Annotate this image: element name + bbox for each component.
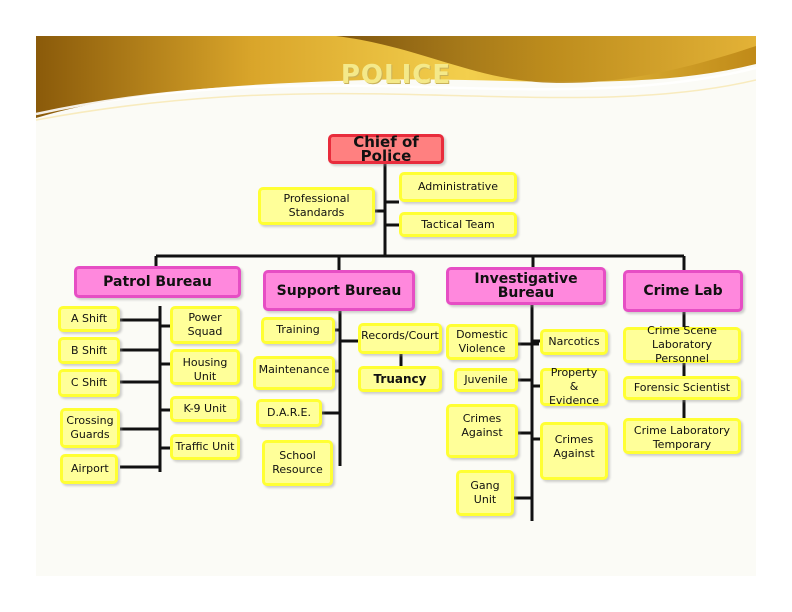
training-box: Training xyxy=(261,317,335,344)
truancy-box: Truancy xyxy=(358,366,442,392)
b-shift-box: B Shift xyxy=(58,337,120,364)
page-title: POLICE xyxy=(340,60,452,90)
airport-box: Airport xyxy=(60,454,118,484)
records-court-box: Records/Court xyxy=(358,323,442,354)
crime-scene-laboratory-personnel-box: Crime Scene Laboratory Personnel xyxy=(623,324,741,365)
professional-standards-box: Professional Standards xyxy=(258,187,375,225)
c-shift-box: C Shift xyxy=(58,369,120,397)
gold-banner xyxy=(36,36,756,121)
patrol-bureau-box: Patrol Bureau xyxy=(74,266,241,298)
gang-unit-box: Gang Unit xyxy=(456,470,514,516)
org-connector-lines xyxy=(120,164,686,521)
maintenance-box: Maintenance xyxy=(253,356,335,390)
power-squad-box: Power Squad xyxy=(170,306,240,344)
juvenile-box: Juvenile xyxy=(454,368,518,392)
housing-unit-box: Housing Unit xyxy=(170,349,240,385)
administrative-box: Administrative xyxy=(399,172,517,202)
a-shift-box: A Shift xyxy=(58,306,120,332)
k9-unit-box: K-9 Unit xyxy=(170,396,240,422)
school-resource-box: School Resource xyxy=(262,440,333,486)
dare-box: D.A.R.E. xyxy=(256,399,322,427)
crime-laboratory-temporary-evidence-box: Crime Laboratory Temporary Evidence xyxy=(623,418,741,454)
crimes-against-box-left: Crimes Against xyxy=(446,404,518,458)
crime-lab-box: Crime Lab xyxy=(623,270,743,312)
support-bureau-box: Support Bureau xyxy=(263,270,415,311)
domestic-violence-box: Domestic Violence xyxy=(446,324,518,360)
investigative-bureau-box: Investigative Bureau xyxy=(446,267,606,305)
forensic-scientist-box: Forensic Scientist xyxy=(623,376,741,400)
narcotics-box: Narcotics xyxy=(540,329,608,355)
property-evidence-box: Property & Evidence xyxy=(540,366,608,407)
crimes-against-box-right: Crimes Against xyxy=(540,422,608,480)
slide: POLICE xyxy=(36,36,756,576)
tactical-team-box: Tactical Team xyxy=(399,212,517,237)
traffic-unit-box: Traffic Unit xyxy=(170,434,240,460)
chief-of-police-box: Chief of Police xyxy=(328,134,444,164)
crossing-guards-box: Crossing Guards xyxy=(60,408,120,448)
